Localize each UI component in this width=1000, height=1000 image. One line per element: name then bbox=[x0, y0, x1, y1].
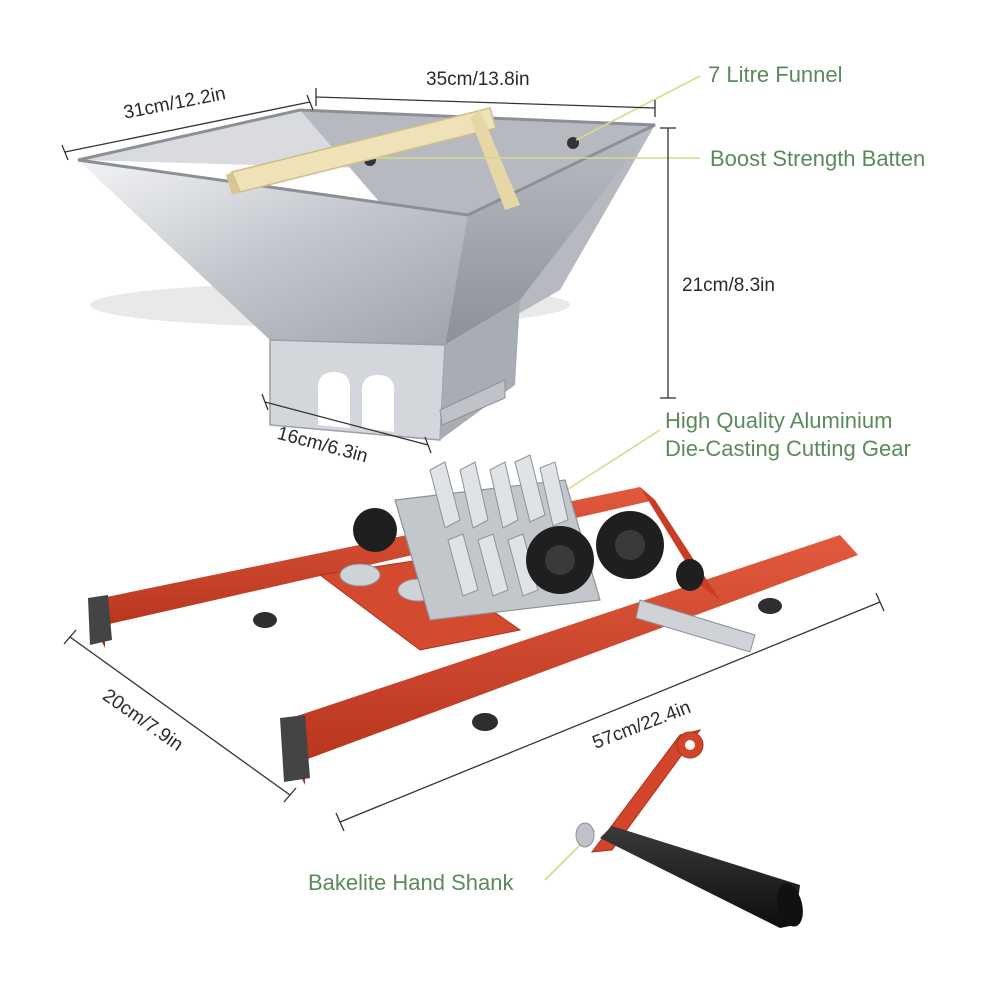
funnel-outlet bbox=[269, 339, 446, 441]
funnel bbox=[77, 107, 656, 441]
drive-shaft bbox=[635, 599, 756, 653]
dim-line-funnel-length bbox=[315, 96, 656, 109]
funnel-front-face bbox=[78, 160, 468, 345]
drive-gears bbox=[353, 508, 664, 594]
cutting-gear-assembly bbox=[353, 454, 756, 653]
outlet-slot bbox=[318, 372, 350, 428]
dim-funnel-height: 21cm/8.3in bbox=[682, 275, 775, 296]
dim-line-outlet bbox=[264, 401, 429, 446]
funnel-rim bbox=[77, 108, 656, 217]
rubber-foot bbox=[758, 598, 782, 614]
callout-funnel: 7 Litre Funnel bbox=[708, 62, 843, 87]
callout-batten: Boost Strength Batten bbox=[710, 146, 926, 171]
batten-brace bbox=[470, 110, 520, 210]
dim-line-funnel-width bbox=[64, 101, 311, 153]
shaft-bearing bbox=[676, 559, 704, 591]
crank-nut bbox=[575, 822, 595, 848]
rail-cap bbox=[280, 715, 310, 782]
crank-arm bbox=[590, 729, 702, 853]
dim-funnel-length: 35cm/13.8in bbox=[426, 69, 530, 90]
dim-line-base-length bbox=[339, 601, 881, 823]
cutting-blades bbox=[429, 454, 569, 597]
rubber-foot bbox=[253, 612, 277, 628]
bakelite-handle bbox=[600, 826, 800, 928]
batten-end bbox=[226, 172, 240, 195]
rubber-foot bbox=[472, 713, 498, 731]
funnel-right-face bbox=[445, 125, 655, 345]
dimension-lines bbox=[61, 88, 885, 832]
plate-bolt bbox=[339, 563, 381, 587]
rail-cap bbox=[88, 595, 112, 645]
outlet-slot bbox=[362, 375, 394, 432]
callout-gear-line1: High Quality Aluminium bbox=[665, 408, 893, 433]
hand-crank bbox=[575, 729, 803, 928]
front-rail bbox=[285, 535, 858, 760]
callout-gear-line2: Die-Casting Cutting Gear bbox=[665, 436, 911, 461]
dim-line-base-width bbox=[69, 636, 291, 796]
callout-handle: Bakelite Hand Shank bbox=[308, 870, 514, 895]
funnel-bracket bbox=[439, 379, 506, 426]
